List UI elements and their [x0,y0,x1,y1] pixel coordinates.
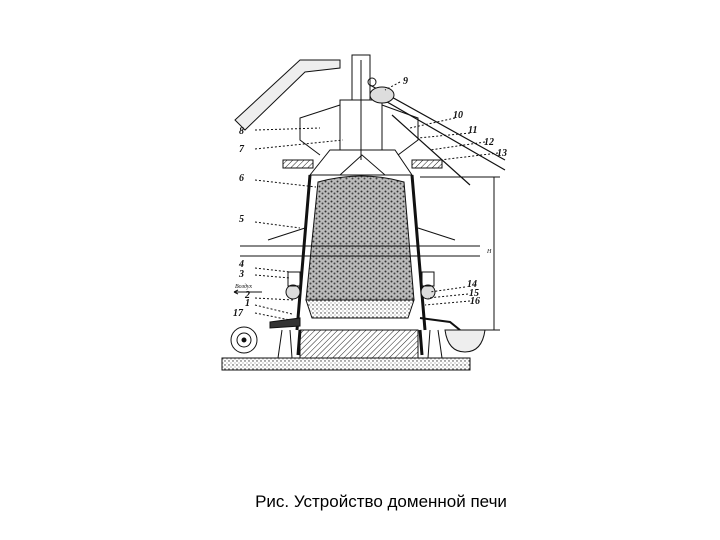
gas-downcomer [234,59,341,131]
label-2: 2 [244,290,250,301]
platform [411,159,443,169]
winch [230,326,258,354]
iron-trough [419,317,461,331]
air-label: Воздух [235,283,252,290]
furnace-charge [305,175,415,301]
label-17: 17 [233,308,244,319]
part-labels: 1 2 3 4 5 6 7 8 9 10 11 12 13 14 15 16 1… [233,76,507,319]
label-6: 6 [239,173,244,184]
label-10: 10 [453,110,463,121]
label-12: 12 [484,137,494,148]
bosh-zone [305,299,415,319]
gas-offtake [299,104,419,156]
air-arrow-icon [233,289,262,295]
label-5: 5 [239,214,244,225]
height-label: H [486,249,492,255]
label-7: 7 [239,144,245,155]
label-1: 1 [245,298,250,309]
charging-pipe [351,54,371,101]
ladle [444,329,486,353]
platform [282,159,314,169]
label-16: 16 [470,296,480,307]
figure-caption: Рис. Устройство доменной печи [255,492,507,511]
slag-trough [269,317,301,329]
skip-car [369,86,395,104]
label-8: 8 [239,126,244,137]
label-11: 11 [468,125,477,136]
furnace-shell [295,174,427,356]
label-9: 9 [403,76,408,87]
label-3: 3 [238,269,244,280]
label-15: 15 [469,288,479,299]
tuyere [285,284,301,300]
label-4: 4 [238,259,244,270]
hearth-base [299,329,419,359]
label-14: 14 [467,279,477,290]
foundation [221,357,471,371]
label-13: 13 [497,148,507,159]
furnace-top [308,149,413,176]
tuyere [420,284,436,300]
